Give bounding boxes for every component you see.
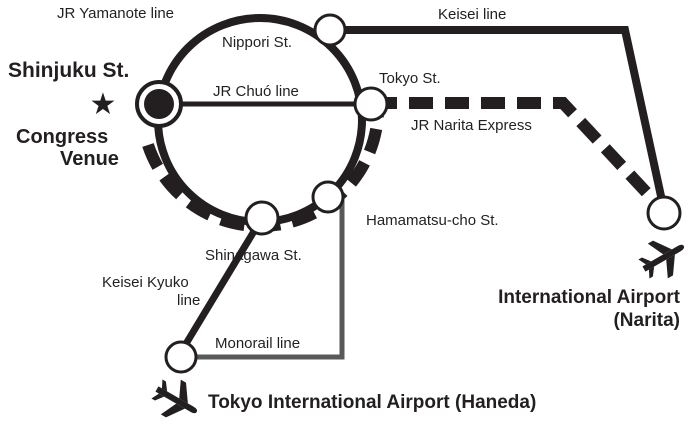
- haneda-airport-label: Tokyo International Airport (Haneda): [208, 392, 536, 413]
- venue-label-line1: Congress: [16, 126, 108, 148]
- narita-express-route: [373, 97, 666, 213]
- nippori-station-marker: [313, 13, 347, 47]
- shinjuku-station-core: [144, 89, 174, 119]
- star-icon: ★: [90, 88, 117, 121]
- keisei-line-label: Keisei line: [438, 6, 506, 23]
- haneda-airport-name: Tokyo International Airport: [208, 392, 455, 413]
- haneda-airport-marker: [164, 340, 198, 374]
- narita-airport-label: International Airport: [498, 287, 681, 308]
- yamanote-line-label: JR Yamanote line: [57, 5, 174, 22]
- haneda-airport-paren: (Haneda): [455, 392, 536, 413]
- keisei-kyuko-line: [178, 216, 265, 354]
- chuo-line-label: JR Chuó line: [213, 83, 299, 100]
- tokyo-station-label: Tokyo St.: [379, 70, 441, 87]
- shinagawa-station-marker: [244, 200, 280, 236]
- airplane-icon: [638, 240, 685, 279]
- keisei-kyuko-label-2: line: [177, 292, 200, 309]
- shinagawa-station-label: Shinagawa St.: [205, 247, 302, 264]
- venue-label-line2: Venue: [60, 148, 119, 170]
- hamamatsucho-station-marker: [311, 180, 345, 214]
- keisei-kyuko-label-1: Keisei Kyuko: [102, 274, 189, 291]
- nippori-station-label: Nippori St.: [222, 34, 292, 51]
- narita-airport-marker: [646, 195, 682, 231]
- tokyo-station-marker: [353, 86, 389, 122]
- keisei-line: [330, 26, 668, 211]
- narita-airport-label-paren: (Narita): [613, 310, 680, 331]
- airplane-icon: [151, 379, 198, 418]
- narita-express-label: JR Narita Express: [411, 117, 532, 134]
- hamamatsucho-station-label: Hamamatsu-cho St.: [366, 212, 499, 229]
- monorail-line-label: Monorail line: [215, 335, 300, 352]
- shinjuku-station-label: Shinjuku St.: [8, 59, 129, 82]
